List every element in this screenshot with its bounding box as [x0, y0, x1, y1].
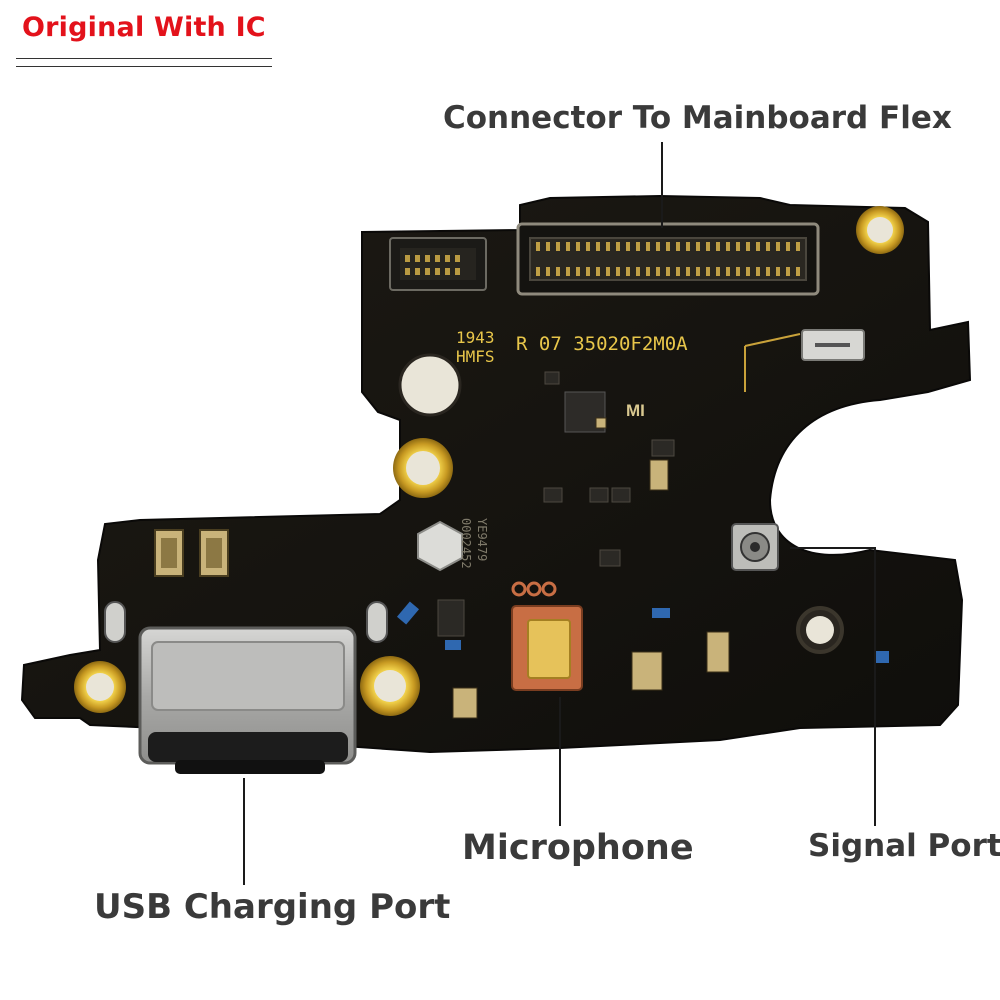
- screw-ring-left: [74, 661, 126, 713]
- signal-port-coax: [731, 523, 779, 571]
- original-with-ic-badge: Original With IC: [22, 12, 266, 43]
- signal-port-pointer-line: [790, 547, 876, 826]
- screw-ring-top-right: [856, 206, 904, 254]
- mainboard-flex-connector: [516, 222, 820, 296]
- badge-underline-bottom: [16, 66, 272, 67]
- microphone-label: Microphone: [462, 828, 694, 868]
- hex-contact: [417, 520, 463, 572]
- mi-logo: MI: [626, 401, 645, 420]
- side-code-1: YE9479: [475, 518, 489, 561]
- spring-contact-left-2: [199, 529, 229, 577]
- pointer-lines: [243, 142, 876, 885]
- badge-underline-top: [16, 58, 272, 59]
- signal-port-label: Signal Port: [808, 828, 1000, 864]
- usb-charging-port-label: USB Charging Port: [94, 887, 451, 927]
- slot-pad-right: [366, 601, 388, 643]
- date-code-2: HMFS: [456, 347, 495, 366]
- small-flex-connector: [389, 237, 487, 291]
- usb-type-c-port: [138, 626, 357, 774]
- screw-ring-right-of-usb: [360, 656, 420, 716]
- screw-ring-middle: [393, 438, 453, 498]
- part-number: R 07 35020F2M0A: [516, 333, 688, 355]
- side-code-2: 0002452: [459, 518, 473, 569]
- smd-components: [452, 417, 730, 719]
- mounting-hole: [400, 355, 460, 415]
- microphone-component: [511, 605, 583, 691]
- slot-pad-left: [104, 601, 126, 643]
- ic-packages: [437, 371, 675, 637]
- date-code-1: 1943: [456, 328, 495, 347]
- blue-capacitors: [396, 601, 889, 663]
- pcb-board: [20, 194, 972, 754]
- spring-contact-left-1: [154, 529, 184, 577]
- connector-label: Connector To Mainboard Flex: [443, 100, 952, 136]
